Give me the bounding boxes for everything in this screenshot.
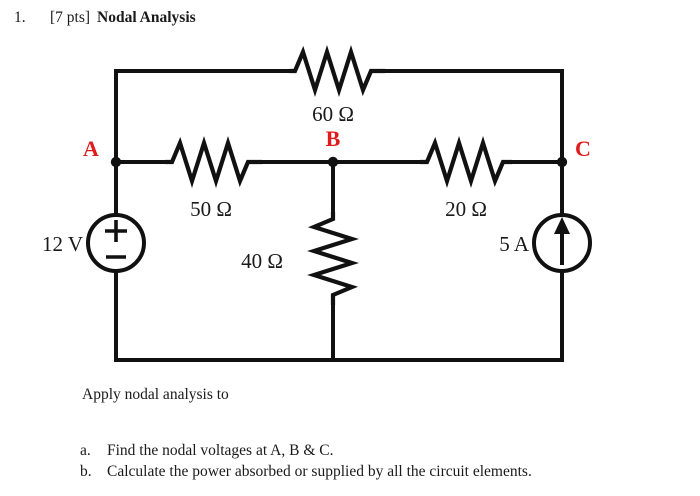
page-title: Nodal Analysis	[97, 9, 196, 26]
node-label-c: C	[575, 136, 591, 161]
question-points: [7 pts]	[50, 9, 91, 26]
label-resistor-20: 20 Ω	[445, 197, 487, 221]
resistor-60-ohm	[289, 45, 385, 97]
node-dot-b	[327, 156, 339, 168]
resistor-50-ohm	[165, 136, 262, 188]
wire-a-to-top-left	[114, 69, 291, 200]
task-text-a: Find the nodal voltages at A, B & C.	[107, 442, 334, 459]
task-marker-b: b.	[80, 463, 92, 480]
circuit-diagram: A B C 60 Ω 50 Ω 20 Ω 40 Ω 12 V 5 A	[0, 36, 700, 376]
question-heading: 1. [7 pts] Nodal Analysis	[14, 8, 674, 28]
task-item-b: b. Calculate the power absorbed or suppl…	[80, 461, 690, 482]
task-list: a. Find the nodal voltages at A, B & C. …	[80, 440, 690, 482]
current-arrow-head-icon	[554, 217, 570, 234]
circuit-svg: A B C 60 Ω 50 Ω 20 Ω 40 Ω 12 V 5 A	[42, 45, 592, 362]
label-resistor-40: 40 Ω	[241, 249, 283, 273]
task-item-a: a. Find the nodal voltages at A, B & C.	[80, 440, 690, 461]
resistor-20-ohm	[420, 136, 512, 188]
node-label-a: A	[83, 136, 99, 161]
resistor-40-ohm	[307, 212, 359, 305]
label-current-source: 5 A	[499, 232, 530, 256]
node-dot-c	[556, 156, 568, 168]
task-marker-a: a.	[80, 442, 91, 459]
label-voltage-source: 12 V	[42, 232, 83, 256]
node-dot-a	[110, 156, 122, 168]
wire-top-right-to-c	[383, 69, 564, 200]
label-resistor-50: 50 Ω	[190, 197, 232, 221]
prompt-intro: Apply nodal analysis to	[82, 386, 229, 403]
label-resistor-60: 60 Ω	[312, 102, 354, 126]
task-text-b: Calculate the power absorbed or supplied…	[107, 463, 532, 480]
voltage-source-12v	[86, 213, 146, 273]
question-number: 1.	[14, 9, 26, 26]
node-label-b: B	[326, 126, 341, 151]
